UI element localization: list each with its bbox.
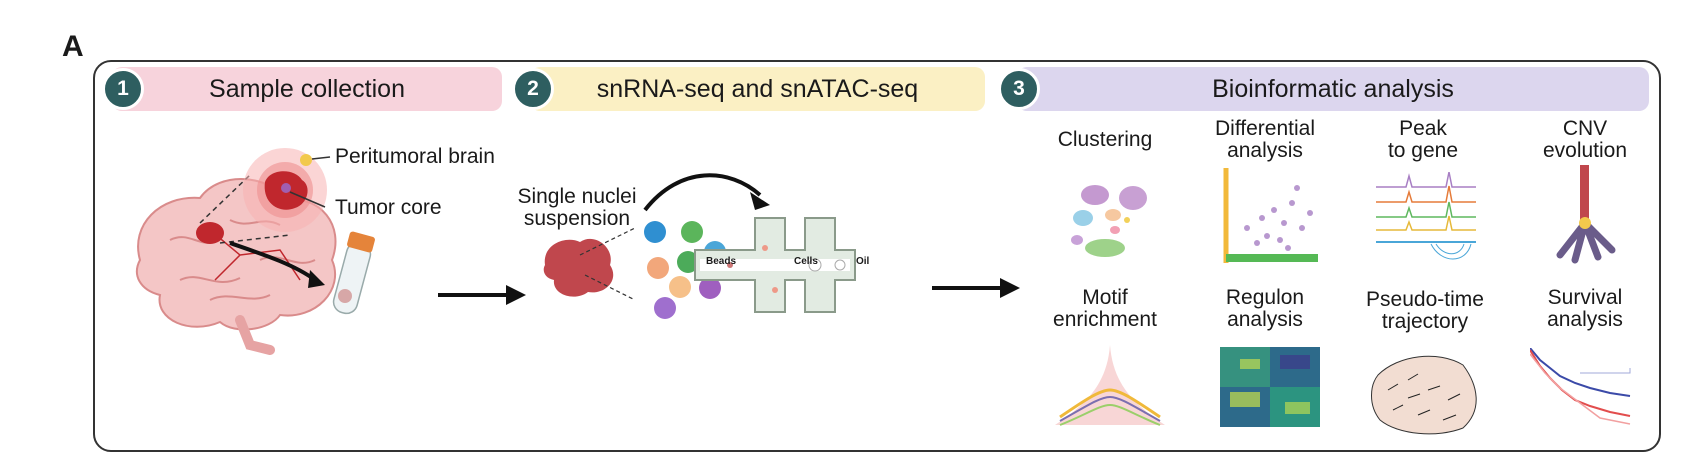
tumor-core-label: Tumor core bbox=[335, 196, 442, 219]
step-2-banner: snRNA-seq and snATAC-seq bbox=[530, 67, 985, 111]
pseudotime-trajectory-thumbnail bbox=[1371, 355, 1477, 435]
panel-letter: A bbox=[62, 30, 84, 63]
analysis-title-cnv: CNV evolution bbox=[1542, 117, 1628, 162]
step-3-banner: Bioinformatic analysis bbox=[1017, 67, 1649, 111]
step-2-title: snRNA-seq and snATAC-seq bbox=[596, 74, 919, 103]
chip-label-beads: Beads bbox=[706, 256, 737, 267]
microfluidic-chip-icon bbox=[694, 217, 856, 313]
single-nuclei-icon bbox=[644, 221, 726, 319]
clustering-thumbnail bbox=[1071, 185, 1147, 257]
analysis-title-motif: Motif enrichment bbox=[1053, 286, 1157, 331]
sample-tube-icon bbox=[332, 231, 375, 315]
peritumoral-label: Peritumoral brain bbox=[335, 145, 495, 168]
sequencing-illustration bbox=[543, 173, 856, 319]
analysis-title-peak-to-gene: Peak to gene bbox=[1387, 117, 1459, 162]
suspension-label: Single nuclei suspension bbox=[517, 185, 637, 230]
chip-label-oil: Oil bbox=[856, 256, 870, 267]
chip-label-cells: Cells bbox=[794, 256, 818, 267]
analysis-title-differential: Differential analysis bbox=[1215, 117, 1315, 162]
motif-enrichment-thumbnail bbox=[1055, 345, 1165, 426]
step-2-badge: 2 bbox=[512, 68, 554, 110]
workflow-frame bbox=[93, 60, 1661, 452]
analysis-title-survival: Survival analysis bbox=[1547, 286, 1623, 331]
tumor-zoom-icon bbox=[243, 148, 327, 232]
differential-analysis-thumbnail bbox=[1223, 168, 1318, 263]
step-1-badge: 1 bbox=[102, 68, 144, 110]
step-3-title: Bioinformatic analysis bbox=[1212, 74, 1454, 103]
nuclei-clump-icon bbox=[543, 238, 614, 297]
cnv-evolution-thumbnail bbox=[1556, 165, 1616, 264]
brain-tumor-icon bbox=[196, 222, 224, 244]
analysis-title-clustering: Clustering bbox=[1057, 128, 1153, 151]
step-1-banner: Sample collection bbox=[112, 67, 502, 111]
sample-collection-illustration bbox=[135, 148, 375, 355]
step-1-title: Sample collection bbox=[209, 74, 405, 103]
analysis-title-pseudotime: Pseudo-time trajectory bbox=[1366, 288, 1484, 333]
step-3-badge: 3 bbox=[998, 68, 1040, 110]
regulon-heatmap-thumbnail bbox=[1220, 347, 1320, 427]
arrow-step1-to-step2 bbox=[438, 285, 526, 305]
analysis-title-regulon: Regulon analysis bbox=[1225, 286, 1305, 331]
arrow-step2-to-step3 bbox=[932, 278, 1020, 298]
survival-analysis-thumbnail bbox=[1530, 348, 1631, 425]
peak-to-gene-thumbnail bbox=[1376, 172, 1476, 260]
